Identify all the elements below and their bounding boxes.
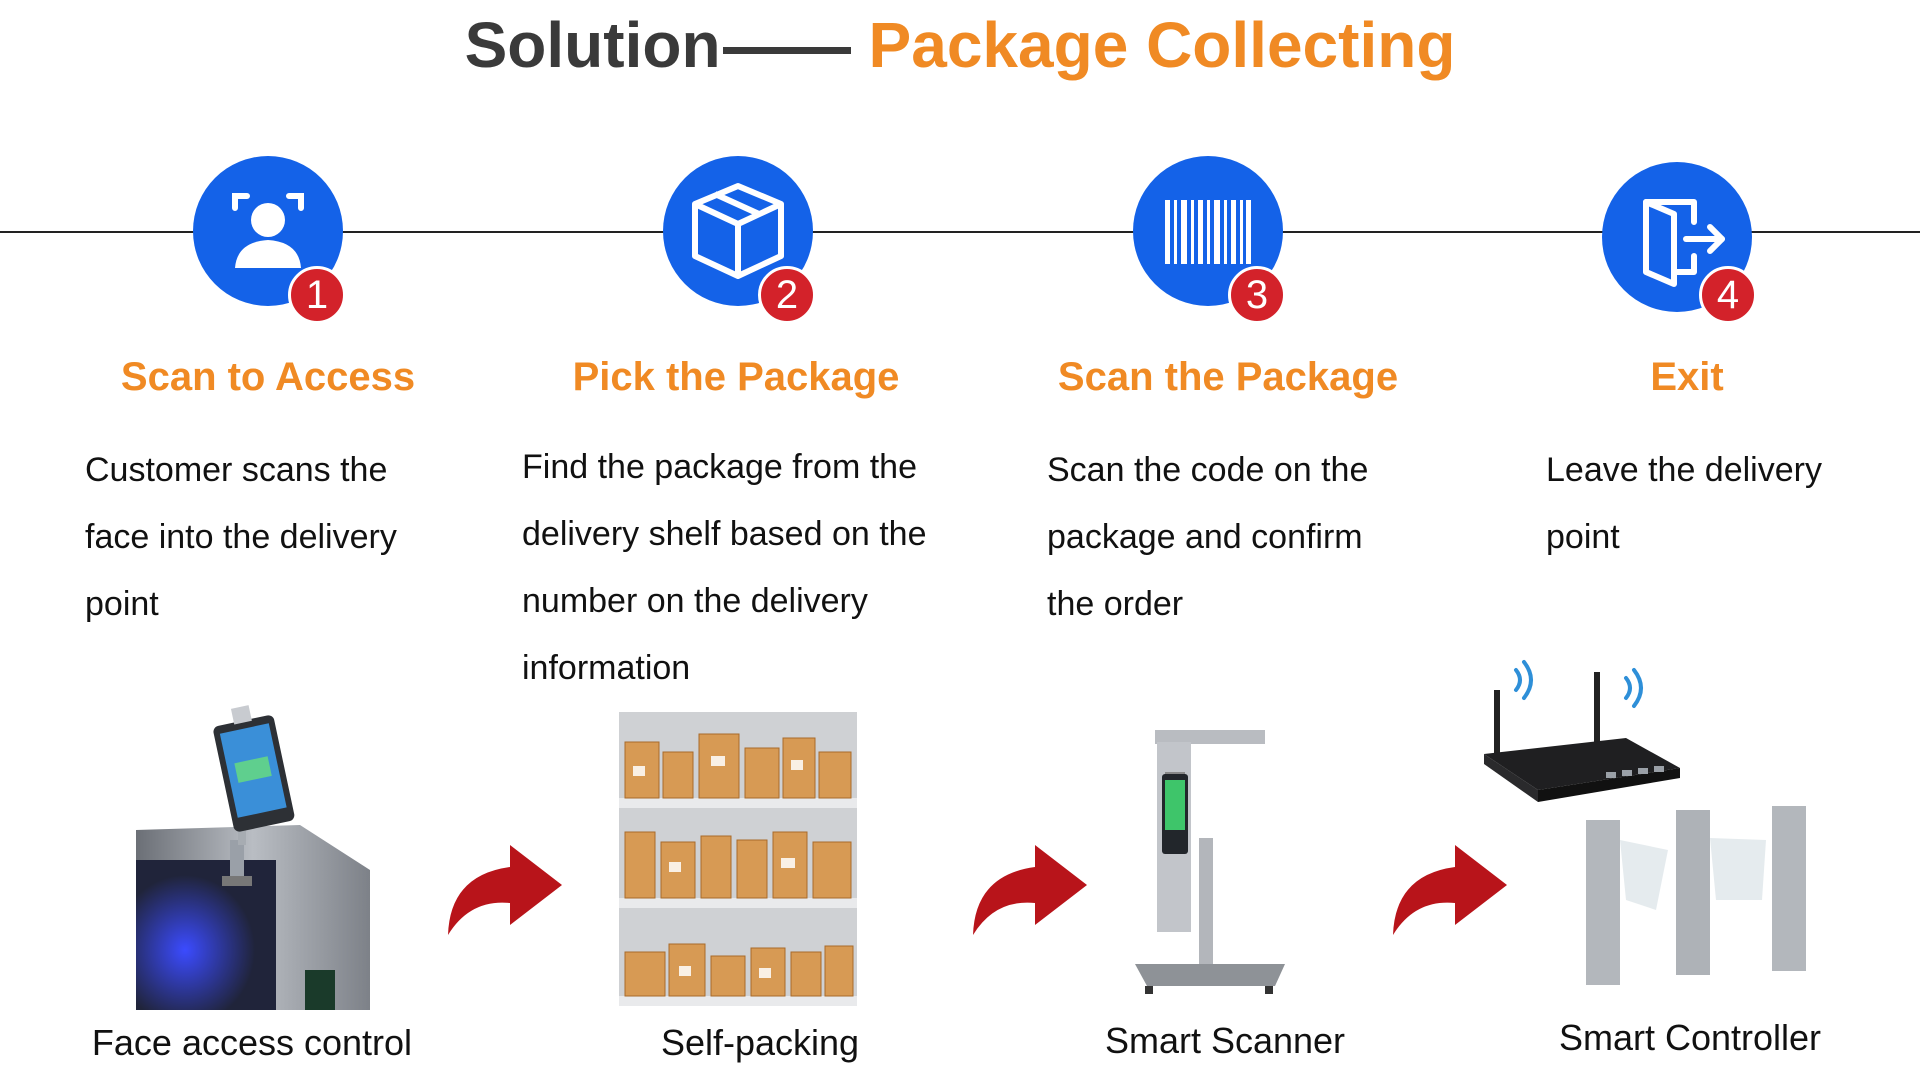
timeline-line <box>0 231 1920 233</box>
step-2-desc-line: Find the package from the <box>522 448 918 486</box>
step-4-title: Exit <box>1650 355 1724 399</box>
page-title: Solution Package Collecting <box>0 8 1920 82</box>
flow-arrow-1 <box>448 845 562 935</box>
exit-door-icon <box>1643 199 1725 287</box>
step-3-title: Scan the Package <box>1057 355 1399 399</box>
step-4-desc: Leave the delivery point <box>1546 437 1906 571</box>
step-4-desc-line: point <box>1546 518 1620 556</box>
step-2-desc-line: delivery shelf based on the <box>522 515 927 553</box>
step-1-badge: 1 <box>288 266 346 324</box>
box-icon <box>692 183 784 279</box>
step-3-circle <box>1133 156 1283 306</box>
face-access-control-image <box>136 705 370 1010</box>
step-4-badge: 4 <box>1699 266 1757 324</box>
flow-arrow-2 <box>973 845 1087 935</box>
step-1-desc-line: Customer scans the <box>85 451 388 489</box>
barcode-icon <box>1165 200 1251 264</box>
self-packing-shelf-image <box>619 712 857 1006</box>
step-3-desc-line: package and confirm <box>1047 518 1363 556</box>
step-3-desc-line: Scan the code on the <box>1047 451 1369 489</box>
step-3-desc: Scan the code on the package and confirm… <box>1047 437 1467 638</box>
step-1-desc: Customer scans the face into the deliver… <box>85 437 505 638</box>
face-scan-icon <box>232 193 304 268</box>
caption-smart-scanner: Smart Scanner <box>1104 1020 1346 1061</box>
step-1-desc-line: face into the delivery <box>85 518 397 556</box>
step-3-badge: 3 <box>1228 266 1286 324</box>
title-prefix: Solution <box>464 9 721 81</box>
step-4-desc-line: Leave the delivery <box>1546 451 1822 489</box>
caption-smart-controller: Smart Controller <box>1558 1017 1822 1058</box>
step-2-desc-line: number on the delivery <box>522 582 868 620</box>
title-dash <box>722 46 851 54</box>
caption-self-packing: Self-packing <box>660 1022 860 1063</box>
step-2-desc-line: information <box>522 649 691 687</box>
title-highlight: Package Collecting <box>868 9 1456 81</box>
caption-face-access-control: Face access control <box>91 1022 413 1063</box>
smart-scanner-image <box>1135 730 1285 994</box>
step-2-badge: 2 <box>758 266 816 324</box>
smart-controller-image <box>1484 660 1806 985</box>
step-2-title: Pick the Package <box>572 355 900 399</box>
step-2-desc: Find the package from the delivery shelf… <box>522 434 1002 702</box>
step-1-desc-line: point <box>85 585 159 623</box>
step-3-desc-line: the order <box>1047 585 1184 623</box>
step-1-title: Scan to Access <box>120 355 416 399</box>
flow-arrow-3 <box>1393 845 1507 935</box>
